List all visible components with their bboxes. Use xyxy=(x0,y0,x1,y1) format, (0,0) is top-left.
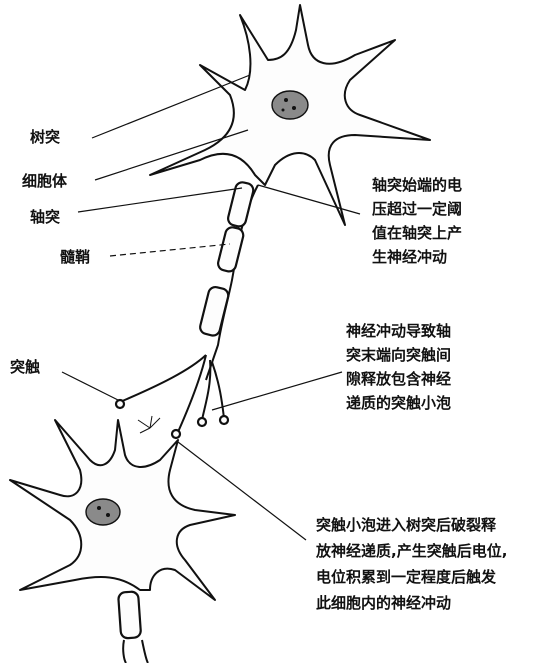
myelin-segment-3 xyxy=(199,286,230,337)
note-axon-hillock-line-2: 压超过一定阈 xyxy=(372,200,462,218)
note-postsynaptic-line-2: 放神经递质,产生突触后电位, xyxy=(315,542,507,560)
label-axon: 轴突 xyxy=(30,208,60,226)
label-dendrite: 树突 xyxy=(30,128,60,146)
lower-cell-body xyxy=(10,420,235,600)
leader-axon-hillock xyxy=(258,185,360,214)
lower-myelin-segment xyxy=(118,591,141,638)
leader-synapse xyxy=(62,372,118,400)
note-axon-hillock-line-3: 值在轴突上产 xyxy=(372,224,462,242)
leader-myelin xyxy=(110,244,230,256)
note-terminal-line-3: 隙释放包含神经 xyxy=(346,370,451,388)
note-terminal-line-2: 突末端向突触间 xyxy=(346,346,451,364)
note-postsynaptic-line-1: 突触小泡进入树突后破裂释 xyxy=(316,516,497,534)
note-postsynaptic-line-3: 电位积累到一定程度后触发 xyxy=(316,568,497,586)
label-myelin: 髓鞘 xyxy=(60,248,90,266)
leader-cell-body xyxy=(95,130,248,180)
leader-axon xyxy=(78,188,242,212)
synapse-spark xyxy=(138,416,160,433)
note-postsynaptic-line-4: 此细胞内的神经冲动 xyxy=(316,594,451,612)
myelin-segment-2 xyxy=(217,226,245,273)
note-axon-hillock-line-4: 生神经冲动 xyxy=(372,248,447,266)
upper-nucleus xyxy=(272,91,308,119)
lower-nucleus xyxy=(86,499,120,525)
leader-postsynaptic xyxy=(178,442,306,540)
leader-dendrite xyxy=(92,75,250,138)
note-axon-hillock-line-1: 轴突始端的电 xyxy=(372,176,462,194)
leader-terminal xyxy=(212,372,342,410)
label-synapse: 突触 xyxy=(10,358,40,376)
label-cell-body: 细胞体 xyxy=(22,172,68,190)
note-terminal-line-4: 递质的突触小泡 xyxy=(346,394,451,412)
note-terminal-line-1: 神经冲动导致轴 xyxy=(346,322,451,340)
